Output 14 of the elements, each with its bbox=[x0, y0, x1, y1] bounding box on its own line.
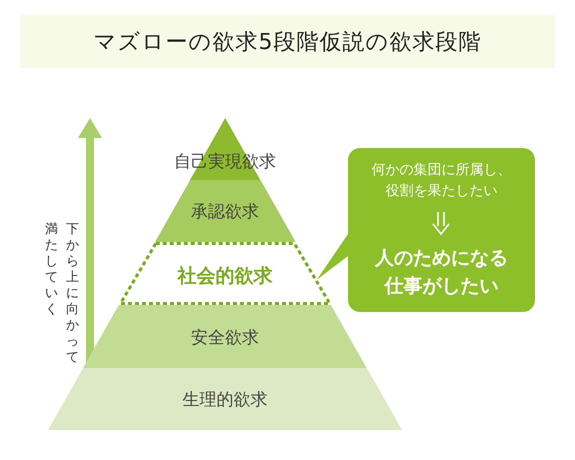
direction-note: 下から上に向かって満たしていく bbox=[44, 222, 80, 366]
layer-label: 承認欲求 bbox=[190, 201, 259, 223]
pyramid-layer bbox=[48, 368, 402, 430]
layer-label: 社会的欲求 bbox=[177, 264, 272, 288]
layer-label: 生理的欲求 bbox=[182, 389, 268, 411]
layer-label: 安全欲求 bbox=[190, 326, 259, 348]
speech-bubble bbox=[348, 148, 535, 312]
callout-pointer bbox=[316, 234, 348, 280]
bubble-heading: 人のためになる仕事がしたい bbox=[374, 246, 509, 299]
dashed-pyramid-layer bbox=[118, 242, 332, 305]
title-banner: マズローの欲求5段階仮説の欲求段階 bbox=[20, 15, 555, 68]
pyramid-layer bbox=[154, 180, 296, 242]
bubble-text: 何かの集団に所属し、役割を果たしたい bbox=[370, 161, 512, 201]
pyramid-layer bbox=[83, 305, 367, 368]
